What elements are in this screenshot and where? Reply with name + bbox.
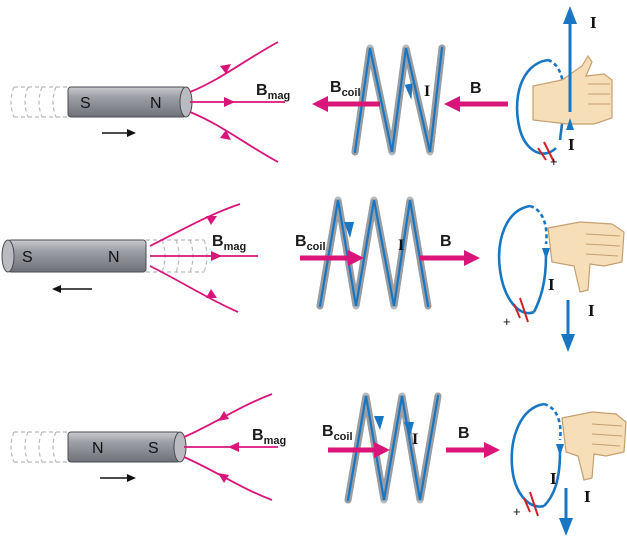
current-loop [510, 402, 562, 508]
coil [351, 44, 446, 156]
magnet-left-pole: S [80, 95, 91, 112]
field-arrowheads [218, 411, 239, 483]
right-hand [547, 221, 625, 293]
magnet-right-pole: S [148, 440, 159, 457]
b-label: B [470, 80, 482, 97]
current-label-loop: I [548, 275, 555, 294]
battery-sign: + [550, 154, 558, 169]
coil-current-arrow [344, 222, 354, 238]
current-label-loop: I [550, 469, 557, 488]
battery-sign: + [503, 314, 511, 329]
magnet-left-pole: N [92, 440, 104, 457]
b-arrow [420, 250, 480, 266]
panel-1: S N Bmag Bcoil [10, 6, 613, 169]
right-hand [532, 54, 613, 125]
b-arrow [444, 96, 508, 112]
battery [537, 141, 555, 163]
magnet-ghost [10, 431, 68, 463]
coil [316, 196, 432, 310]
magnet-field-lines [189, 41, 285, 163]
panel-3: N S Bmag Bcoil [10, 392, 627, 536]
bmag-label: Bmag [252, 427, 286, 447]
coil-current-label: I [424, 83, 430, 100]
magnet-right-pole: N [108, 249, 120, 266]
bmag-label: Bmag [256, 82, 290, 102]
battery-sign: + [513, 504, 521, 519]
bcoil-arrow [300, 250, 364, 266]
current-arrow [563, 6, 577, 130]
current-arrow [542, 248, 575, 352]
bcoil-label: Bcoil [295, 233, 326, 253]
magnet-left-pole: S [22, 249, 33, 266]
bar-magnet: S N [67, 86, 193, 118]
right-hand [561, 411, 627, 481]
b-label: B [440, 233, 452, 250]
magnet-right-pole: N [150, 95, 162, 112]
battery [523, 491, 539, 517]
field-arrowheads [206, 216, 222, 298]
coil-current-arrow [404, 83, 413, 100]
field-arrowheads [220, 64, 235, 140]
bar-magnet: N S [67, 431, 187, 463]
bar-magnet: S N [1, 239, 147, 273]
bmag-label: Bmag [212, 233, 246, 253]
current-loop [497, 204, 548, 315]
coil-current-label: I [412, 431, 418, 448]
b-arrow [446, 442, 500, 458]
bcoil-label: Bcoil [322, 423, 353, 443]
coil-current-label: I [398, 237, 404, 254]
bcoil-arrow [328, 442, 390, 458]
motion-arrow [100, 474, 136, 482]
current-label-top: I [590, 13, 597, 32]
panel-2: S N Bmag [1, 196, 625, 352]
b-label: B [458, 425, 470, 442]
motion-arrow [52, 285, 92, 293]
current-label-bottom: I [584, 487, 591, 506]
magnet-ghost [10, 86, 68, 118]
bcoil-label: Bcoil [330, 79, 361, 99]
battery [513, 297, 529, 323]
current-label-bottom: I [588, 301, 595, 320]
current-arrow [556, 444, 573, 536]
current-label-loop: I [568, 135, 575, 154]
motion-arrow [102, 129, 136, 137]
bcoil-arrow [312, 96, 380, 112]
coil-current-arrow [374, 416, 414, 436]
magnet-field-lines [149, 203, 258, 313]
